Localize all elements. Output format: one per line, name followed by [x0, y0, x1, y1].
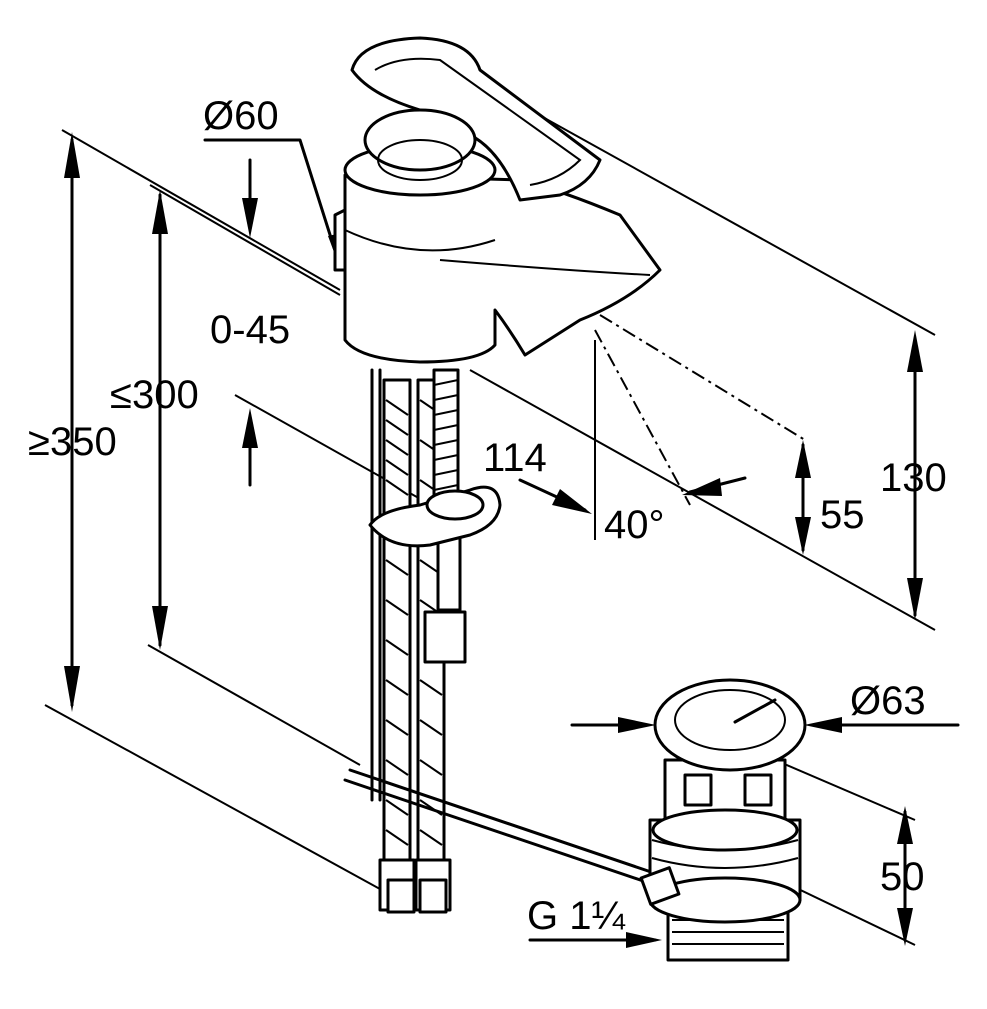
dimension-label-0-45: 0-45	[210, 308, 291, 352]
dimension-label-130: 130	[880, 456, 947, 500]
dimension-350	[64, 132, 80, 712]
thread-label: G 1¼	[527, 894, 625, 938]
dimension-300	[152, 190, 168, 650]
faucet	[333, 36, 662, 914]
dimension-40-angle	[682, 476, 747, 496]
dimension-55	[795, 440, 811, 555]
dimension-label-55: 55	[820, 493, 865, 537]
supply-hoses	[378, 378, 452, 914]
dimension-label-114: 114	[483, 436, 547, 480]
dimension-label-63: Ø63	[850, 679, 926, 723]
dimension-0-45	[242, 158, 258, 487]
dimension-130	[907, 330, 923, 620]
spout-center-lines	[594, 314, 806, 506]
dimension-50	[897, 806, 913, 946]
dimension-label-50: 50	[880, 855, 925, 899]
dimension-label-350: ≥350	[28, 420, 117, 464]
leader-thread	[528, 932, 662, 948]
leader-60	[203, 138, 346, 268]
dimension-label-40-degrees: 40°	[604, 503, 665, 547]
dimension-label-60: Ø60	[203, 94, 279, 138]
dimension-63	[570, 717, 960, 733]
waste-valve	[639, 678, 807, 962]
dimension-label-300: ≤300	[110, 373, 199, 417]
dimension-114	[518, 478, 592, 514]
